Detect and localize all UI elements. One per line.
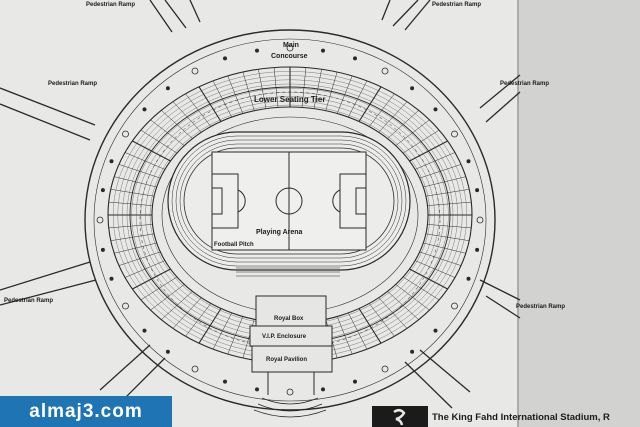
concourse-column bbox=[122, 130, 129, 138]
concourse-column bbox=[451, 302, 458, 310]
plan-caption: The King Fahd International Stadium, R bbox=[432, 412, 610, 423]
concourse-column bbox=[165, 349, 170, 354]
pedestrian-ramp-label-right-upper: Pedestrian Ramp bbox=[500, 81, 549, 87]
concourse-column bbox=[109, 159, 114, 164]
pedestrian-ramp-label-top-right: Pedestrian Ramp bbox=[432, 2, 481, 8]
concourse-column bbox=[191, 365, 199, 373]
concourse-column bbox=[475, 247, 480, 252]
concourse-column bbox=[109, 276, 114, 281]
concourse-column bbox=[410, 86, 415, 91]
concourse-column bbox=[222, 56, 227, 61]
pedestrian-ramp-label-left-lower: Pedestrian Ramp bbox=[4, 298, 53, 304]
vip-enclosure-label: V.I.P. Enclosure bbox=[262, 334, 307, 340]
concourse-column bbox=[286, 44, 294, 52]
concourse-column bbox=[433, 328, 438, 333]
pedestrian-ramp-label-top-left: Pedestrian Ramp bbox=[86, 2, 135, 8]
concourse-column bbox=[466, 159, 471, 164]
main-concourse-label-line1: Main bbox=[283, 42, 299, 49]
concourse-column bbox=[122, 302, 129, 310]
site-watermark: almaj3.com bbox=[0, 396, 172, 427]
entrance-stairs bbox=[253, 397, 327, 418]
pedestrian-ramp-label-right-lower: Pedestrian Ramp bbox=[516, 304, 565, 310]
royal-pavilion-label: Royal Pavilion bbox=[266, 357, 307, 363]
concourse-column bbox=[254, 387, 259, 392]
concourse-column bbox=[222, 379, 227, 384]
royal-box-label: Royal Box bbox=[274, 316, 304, 322]
concourse-column bbox=[320, 48, 325, 53]
outer-concourse bbox=[84, 29, 496, 411]
concourse-column bbox=[165, 86, 170, 91]
concourse-column bbox=[100, 188, 105, 193]
concourse-column bbox=[381, 365, 389, 373]
concourse-column bbox=[466, 276, 471, 281]
pedestrian-ramp-label-left-upper: Pedestrian Ramp bbox=[48, 81, 97, 87]
track-ends bbox=[236, 267, 340, 277]
concourse-column bbox=[381, 67, 389, 75]
paper-edge bbox=[518, 0, 640, 427]
concourse-column bbox=[100, 247, 105, 252]
concourse-column bbox=[191, 67, 199, 75]
concourse-column bbox=[352, 56, 357, 61]
concourse-column bbox=[286, 388, 294, 396]
concourse-column bbox=[451, 130, 458, 138]
concourse-column bbox=[96, 216, 104, 224]
concourse-column bbox=[320, 387, 325, 392]
concourse-column bbox=[254, 48, 259, 53]
logo-mark bbox=[372, 406, 428, 427]
concourse-column bbox=[433, 107, 438, 112]
main-concourse-label-line2: Concourse bbox=[271, 53, 308, 60]
concourse-column bbox=[142, 107, 147, 112]
pedestrian-ramps bbox=[0, 0, 521, 409]
concourse-columns bbox=[96, 44, 484, 396]
playing-arena-label: Playing Arena bbox=[256, 229, 303, 236]
concourse-column bbox=[142, 328, 147, 333]
concourse-column bbox=[410, 349, 415, 354]
concourse-column bbox=[475, 188, 480, 193]
football-pitch bbox=[211, 151, 367, 251]
football-pitch-label: Football Pitch bbox=[214, 242, 254, 248]
concourse-column bbox=[476, 216, 484, 224]
concourse-column bbox=[352, 379, 357, 384]
lower-seating-tier-label: Lower Seating Tier bbox=[254, 95, 325, 104]
royal-block bbox=[249, 295, 333, 395]
